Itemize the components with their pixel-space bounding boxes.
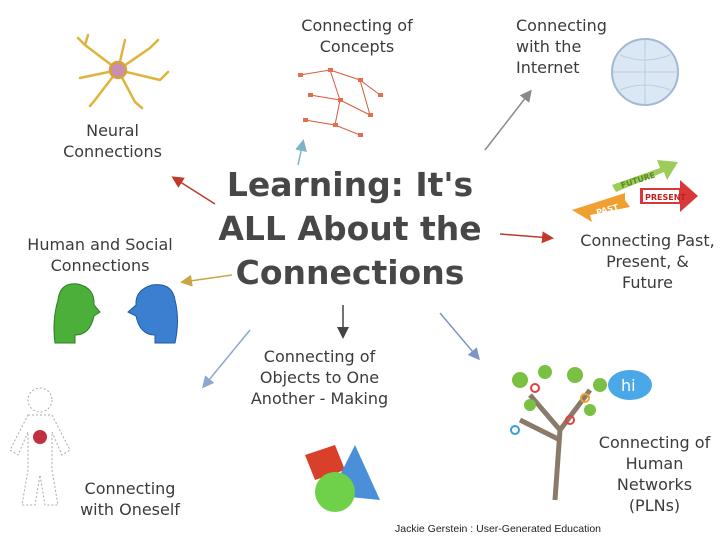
arrow-neural [171, 176, 216, 205]
talking-heads-icon [53, 283, 178, 344]
central-title: Learning: It's ALL About the Connections [218, 165, 482, 292]
arrow-social [180, 274, 233, 287]
arrow-concepts [295, 139, 307, 166]
arrow-oneself [202, 329, 251, 389]
arrow-time [499, 231, 554, 244]
globe-icon [611, 38, 679, 106]
hi-bubble-text: hi [621, 376, 636, 395]
attribution-footer: Jackie Gerstein : User-Generated Educati… [395, 523, 602, 535]
arrow-internet [484, 89, 532, 151]
neuron-icon [76, 33, 170, 110]
label-objects: Connecting of Objects to One Another - M… [250, 347, 389, 408]
label-oneself: Connecting with Oneself [80, 479, 180, 519]
label-neural: Neural Connections [63, 121, 162, 161]
time-arrows-icon: FUTURE PRESENT PAST [572, 160, 698, 222]
present-arrow-label: PRESENT [645, 193, 686, 202]
concept-map-icon [298, 68, 383, 137]
arrow-networks [439, 312, 480, 361]
label-concepts: Connecting of Concepts [301, 16, 413, 56]
label-internet: Connecting with the Internet [516, 16, 607, 77]
label-time: Connecting Past, Present, & Future [580, 231, 715, 292]
label-social: Human and Social Connections [27, 235, 173, 275]
network-tree-icon: hi [510, 365, 652, 501]
person-outline-icon [9, 387, 71, 506]
shapes-icon [305, 445, 380, 512]
future-arrow-label: FUTURE [620, 170, 657, 190]
label-networks: Connecting of Human Networks (PLNs) [598, 433, 711, 515]
